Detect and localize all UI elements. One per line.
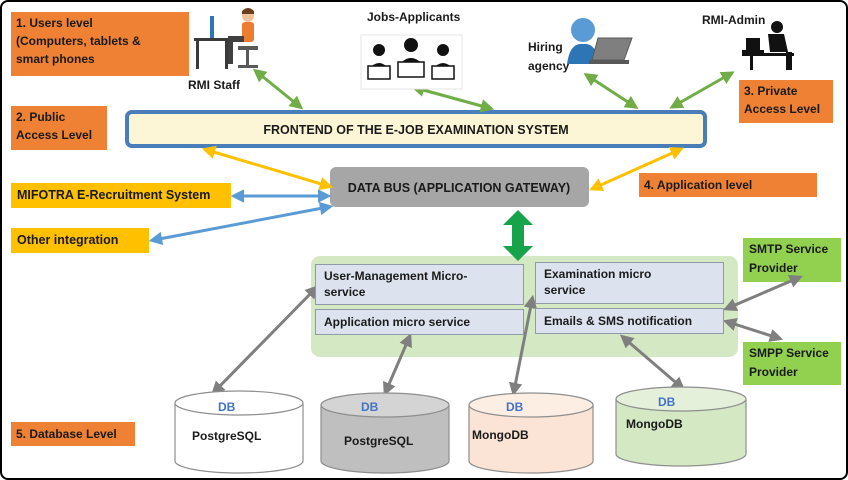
hiring-agency-label: Hiring agency — [528, 40, 570, 73]
db-tag: DB — [658, 395, 676, 409]
arrow-notify-db4 — [619, 334, 686, 391]
database-mongodb-1: DB MongoDB — [468, 392, 594, 474]
database-level-label: 5. Database Level — [11, 422, 135, 446]
rmi-staff-label: RMI Staff — [188, 78, 240, 92]
rmi-staff-icon — [194, 8, 258, 69]
arrow-usermgmt-db1 — [211, 285, 319, 395]
frontend-title: FRONTEND OF THE E-JOB EXAMINATION SYSTEM — [263, 123, 568, 137]
user-management-service: User-Management Micro- service — [315, 264, 524, 305]
jobs-applicants-icon — [360, 34, 463, 90]
arrow-frontend-bus-right — [589, 147, 684, 191]
database-mongodb-2: DB MongoDB — [615, 386, 747, 467]
application-service: Application micro service — [315, 309, 524, 335]
rmi-admin-icon — [742, 21, 794, 70]
smtp-provider-label: SMTP Service Provider — [743, 238, 841, 282]
other-integration-label: Other integration — [11, 228, 149, 253]
database-postgresql-1: DB PostgreSQL — [174, 390, 304, 474]
data-bus-title: DATA BUS (APPLICATION GATEWAY) — [348, 181, 570, 195]
users-level-label: 1. Users level (Computers, tablets & sma… — [11, 12, 189, 76]
arrow-agency-frontend — [583, 73, 639, 109]
jobs-applicants-label: Jobs-Applicants — [367, 10, 461, 24]
notification-service: Emails & SMS notification — [535, 308, 724, 334]
db-name: MongoDB — [626, 417, 683, 431]
db-name: PostgreSQL — [192, 429, 261, 443]
db-tag: DB — [361, 400, 379, 414]
db-tag: DB — [506, 400, 524, 414]
arrow-applicants-frontend — [410, 83, 495, 113]
db-name: MongoDB — [472, 428, 529, 442]
arrow-notify-smtp — [723, 274, 803, 312]
hiring-agency-icon — [567, 18, 633, 64]
smpp-provider-label: SMPP Service Provider — [743, 342, 841, 385]
data-bus — [330, 167, 589, 207]
arrow-exam-db3 — [508, 294, 538, 397]
rmi-admin-label: RMI-Admin — [702, 13, 766, 27]
private-access-label: 3. Private Access Level — [739, 80, 833, 123]
public-access-label: 2. Public Access Level — [11, 106, 107, 150]
db-name: PostgreSQL — [344, 434, 413, 448]
examination-service: Examination micro service — [535, 262, 724, 304]
arrow-bus-other — [148, 201, 334, 246]
database-postgresql-2: DB PostgreSQL — [320, 392, 450, 474]
arrow-application-db2 — [383, 333, 412, 396]
arrow-notify-smpp — [722, 318, 784, 342]
arrow-admin-frontend — [669, 71, 735, 109]
bus-services-double-arrow — [503, 210, 533, 261]
db-tag: DB — [218, 400, 236, 414]
arrow-staff-frontend — [252, 68, 304, 110]
arrow-frontend-bus-left — [201, 145, 334, 191]
